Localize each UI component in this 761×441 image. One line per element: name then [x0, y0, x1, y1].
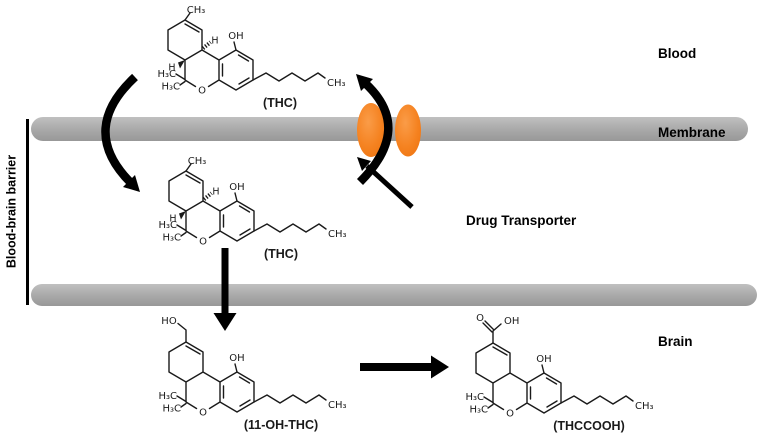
molecule-11-oh-thc: HO OH H₃C H₃C O CH₃ (11-OH-THC) [158, 316, 347, 432]
atom-label-h-top: H [211, 36, 218, 47]
atom-label-ring-o: O [199, 237, 207, 248]
atom-label-chain-ch3: CH₃ [327, 78, 346, 89]
influx-curved-arrow [101, 73, 140, 192]
metabolism-down-arrow [213, 248, 237, 331]
atom-label-phenol-oh: OH [228, 31, 243, 42]
atom-label-phenol-oh: OH [536, 354, 551, 365]
atom-label-ring-o: O [199, 408, 207, 419]
molecule-caption: (THCCOOH) [553, 419, 625, 433]
transporter-oval-right [395, 104, 421, 157]
membrane-label: Membrane [658, 125, 726, 140]
molecule-caption: (THC) [264, 247, 298, 261]
atom-label-h-left: H [168, 63, 175, 74]
atom-label-gem-methyl-2: H₃C [161, 82, 180, 93]
drug-transporter-label: Drug Transporter [466, 213, 577, 228]
molecule-thc-barrier: CH₃ OH H H H₃C H₃C O CH₃ (THC) [158, 156, 347, 261]
atom-label-h-left: H [169, 214, 176, 225]
bbb-axis-line [26, 119, 29, 305]
transporter-oval-left [357, 103, 385, 157]
atom-label-ring-o: O [198, 86, 206, 97]
atom-label-gem-methyl-2: H₃C [469, 405, 488, 416]
molecule-caption: (THC) [263, 96, 297, 110]
brain-label: Brain [658, 334, 693, 349]
atom-label-gem-methyl-2: H₃C [162, 233, 181, 244]
atom-label-ring-o: O [506, 409, 514, 420]
atom-label-chain-ch3: CH₃ [328, 229, 347, 240]
atom-label-gem-methyl-2: H₃C [162, 404, 181, 415]
atom-label-c11-methyl: CH₃ [187, 5, 206, 16]
atom-label-chain-ch3: CH₃ [328, 400, 347, 411]
molecule-thc-blood: CH₃ OH H H H₃C H₃C O CH₃ (THC) [157, 5, 346, 110]
molecule-thccooh: O OH OH H₃C H₃C O CH₃ (THCCOOH) [465, 313, 654, 433]
membrane-bar-bottom [31, 284, 757, 306]
transporter-pointer-arrow [357, 157, 414, 209]
atom-label-phenol-oh: OH [229, 182, 244, 193]
atom-label-h-top: H [212, 187, 219, 198]
atom-label-gem-methyl-1: H₃C [158, 391, 177, 402]
atom-label-acid-oh: OH [504, 316, 519, 327]
atom-label-phenol-oh: OH [229, 353, 244, 364]
metabolism-right-arrow [360, 355, 449, 379]
atom-label-gem-methyl-1: H₃C [157, 69, 176, 80]
atom-label-chain-ch3: CH₃ [635, 401, 654, 412]
atom-label-gem-methyl-1: H₃C [465, 392, 484, 403]
atom-label-c11-hydroxymethyl: HO [161, 316, 177, 327]
atom-label-acid-o: O [476, 313, 484, 324]
atom-label-gem-methyl-1: H₃C [158, 220, 177, 231]
atom-label-c11-methyl: CH₃ [188, 156, 207, 167]
molecule-caption: (11-OH-THC) [244, 418, 318, 432]
blood-label: Blood [658, 46, 697, 61]
